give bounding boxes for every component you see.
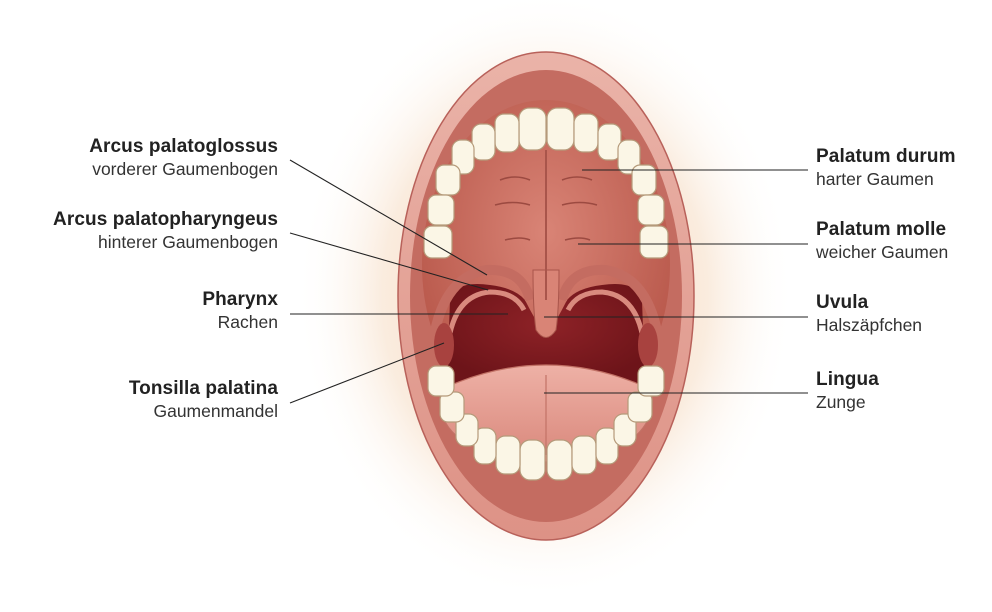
label-term: Arcus palatopharyngeus bbox=[53, 209, 278, 232]
label-term: Arcus palatoglossus bbox=[89, 136, 278, 159]
tonsilla-palatina-right bbox=[638, 323, 658, 367]
label-term: Palatum durum bbox=[816, 146, 956, 169]
label-tonsilla-palatina: Tonsilla palatina Gaumenmandel bbox=[129, 378, 278, 422]
label-term: Uvula bbox=[816, 292, 922, 315]
tonsilla-palatina-left bbox=[434, 323, 454, 367]
label-term: Lingua bbox=[816, 369, 879, 392]
label-palatum-durum: Palatum durum harter Gaumen bbox=[816, 146, 956, 190]
label-term: Tonsilla palatina bbox=[129, 378, 278, 401]
label-palatum-molle: Palatum molle weicher Gaumen bbox=[816, 219, 948, 263]
label-term: Palatum molle bbox=[816, 219, 948, 242]
label-uvula: Uvula Halszäpfchen bbox=[816, 292, 922, 336]
label-lingua: Lingua Zunge bbox=[816, 369, 879, 413]
label-translation: harter Gaumen bbox=[816, 169, 956, 190]
label-term: Pharynx bbox=[202, 289, 278, 312]
label-translation: vorderer Gaumenbogen bbox=[89, 159, 278, 180]
label-translation: Rachen bbox=[202, 312, 278, 333]
label-translation: Halszäpfchen bbox=[816, 315, 922, 336]
label-translation: Zunge bbox=[816, 392, 879, 413]
label-arcus-palatopharyngeus: Arcus palatopharyngeus hinterer Gaumenbo… bbox=[53, 209, 278, 253]
label-translation: Gaumenmandel bbox=[129, 401, 278, 422]
label-translation: hinterer Gaumenbogen bbox=[53, 232, 278, 253]
label-arcus-palatoglossus: Arcus palatoglossus vorderer Gaumenbogen bbox=[89, 136, 278, 180]
label-pharynx: Pharynx Rachen bbox=[202, 289, 278, 333]
label-translation: weicher Gaumen bbox=[816, 242, 948, 263]
